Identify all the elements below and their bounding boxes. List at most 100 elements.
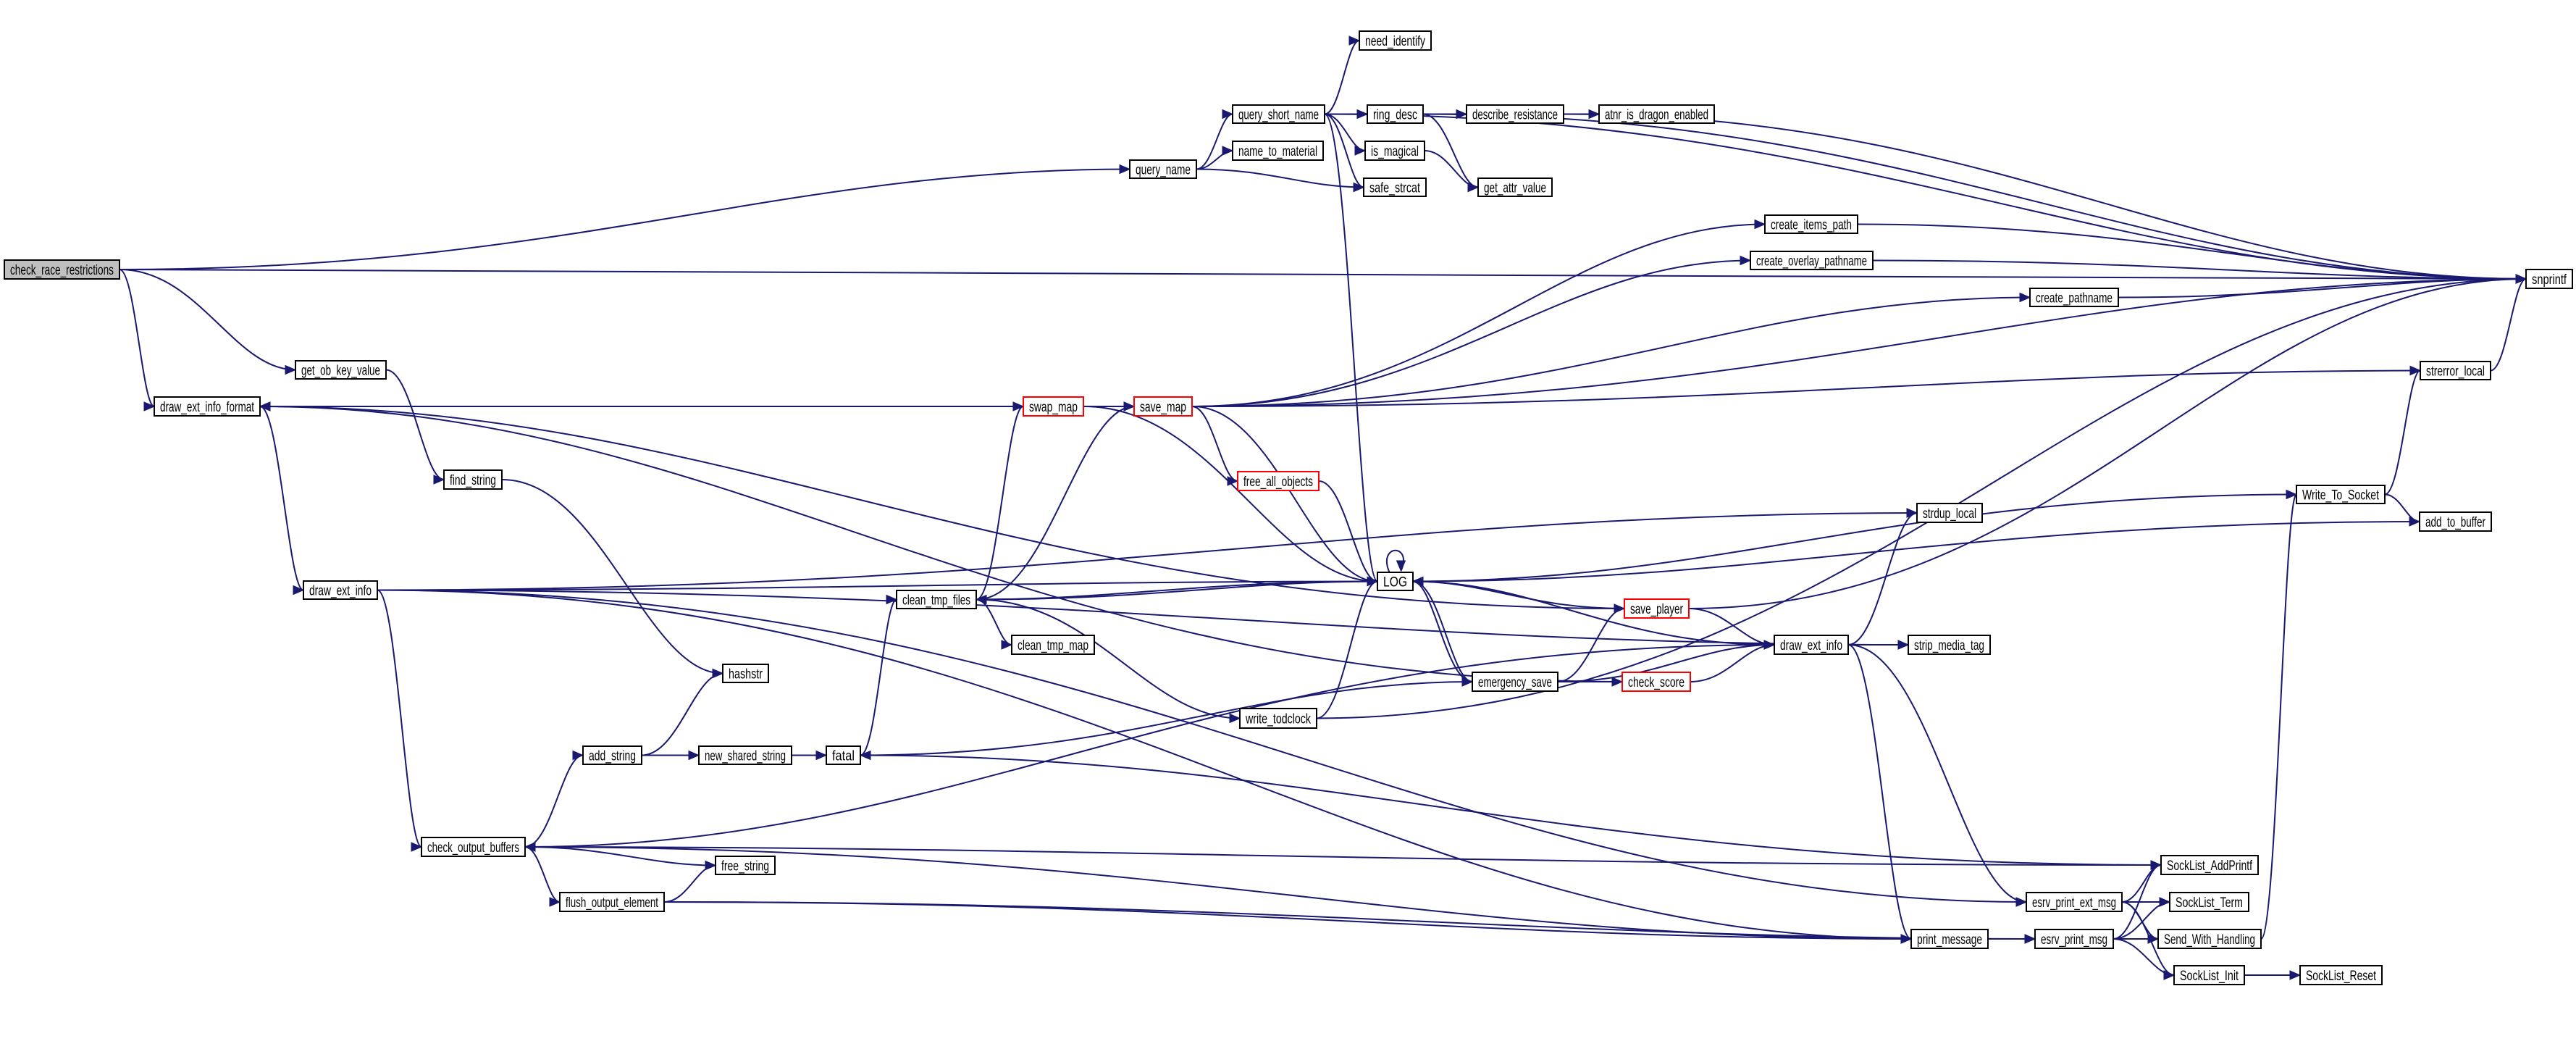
- node-write_todclock[interactable]: write_todclock: [1239, 708, 1317, 729]
- node-box: [2157, 929, 2262, 949]
- edge-draw_ext_info_2-to-LOG: [1412, 580, 1775, 646]
- nodes-layer: check_race_restrictions draw_ext_info_for…: [4, 30, 2573, 985]
- node-Send_With_Handling[interactable]: Send_With_Handling: [2157, 929, 2262, 949]
- node-SockList_Init[interactable]: SockList_Init: [2173, 965, 2245, 985]
- node-Write_To_Socket[interactable]: Write_To_Socket: [2296, 485, 2386, 504]
- arrowhead-icon: [712, 668, 724, 679]
- edge-query_short_name-to-LOG: [1324, 113, 1378, 582]
- node-label: new_shared_string: [705, 749, 786, 764]
- node-draw_ext_info[interactable]: draw_ext_info: [303, 580, 378, 600]
- node-SockList_Term[interactable]: SockList_Term: [2169, 892, 2249, 912]
- node-check_score[interactable]: check_score: [1621, 672, 1691, 692]
- node-query_name[interactable]: query_name: [1129, 159, 1197, 179]
- node-label: SockList_Reset: [2306, 969, 2377, 984]
- node-box: [295, 360, 387, 380]
- node-print_message[interactable]: print_message: [1910, 929, 1989, 949]
- node-box: [1598, 104, 1715, 124]
- edge-describe_resistance-to-snprintf: [1563, 113, 2527, 280]
- node-SockList_Reset[interactable]: SockList_Reset: [2299, 965, 2383, 985]
- arrowhead-icon: [1900, 934, 1913, 944]
- node-get_attr_value[interactable]: get_attr_value: [1477, 177, 1553, 197]
- node-label: free_string: [721, 859, 769, 874]
- edge-create_pathname-to-snprintf: [2118, 278, 2527, 298]
- arrowhead-icon: [1123, 401, 1136, 411]
- node-find_string[interactable]: find_string: [443, 469, 503, 490]
- arrowhead-icon: [1740, 255, 1752, 266]
- node-label: strerror_local: [2426, 364, 2485, 380]
- node-label: flush_output_element: [566, 895, 659, 911]
- node-query_short_name[interactable]: query_short_name: [1232, 104, 1325, 124]
- edge-free_all_objects-to-LOG: [1318, 480, 1378, 582]
- node-clean_tmp_files[interactable]: clean_tmp_files: [896, 590, 977, 609]
- node-strerror_local[interactable]: strerror_local: [2420, 361, 2491, 380]
- node-label: SockList_Term: [2176, 895, 2243, 911]
- node-check_output_buffers[interactable]: check_output_buffers: [421, 837, 526, 857]
- node-esrv_print_ext_msg[interactable]: esrv_print_ext_msg: [2026, 892, 2123, 912]
- node-create_items_path[interactable]: create_items_path: [1764, 214, 1858, 234]
- arrowhead-icon: [2024, 934, 2036, 944]
- node-label: query_name: [1136, 163, 1191, 178]
- node-emergency_save[interactable]: emergency_save: [1472, 672, 1558, 692]
- node-new_shared_string[interactable]: new_shared_string: [698, 745, 792, 765]
- node-fatal[interactable]: fatal: [826, 745, 861, 765]
- node-snprintf[interactable]: snprintf: [2525, 269, 2573, 289]
- arrowhead-icon: [1222, 146, 1234, 156]
- node-free_string[interactable]: free_string: [715, 856, 776, 875]
- node-strip_media_tag[interactable]: strip_media_tag: [1908, 635, 1991, 655]
- node-check_race_restrictions[interactable]: check_race_restrictions: [4, 259, 120, 280]
- node-draw_ext_info_format[interactable]: draw_ext_info_format: [154, 396, 261, 417]
- node-ring_desc[interactable]: ring_desc: [1367, 104, 1424, 124]
- arrowhead-icon: [859, 750, 871, 761]
- node-box: [1232, 104, 1325, 124]
- node-save_player[interactable]: save_player: [1624, 598, 1690, 619]
- node-atnr_is_dragon_enabled[interactable]: atnr_is_dragon_enabled: [1598, 104, 1715, 124]
- node-add_to_buffer[interactable]: add_to_buffer: [2419, 511, 2492, 532]
- arrowhead-icon: [524, 842, 536, 852]
- node-label: need_identify: [1365, 34, 1425, 49]
- node-label: draw_ext_info: [1780, 638, 1842, 653]
- node-hashstr[interactable]: hashstr: [722, 664, 769, 683]
- edge-save_map-to-LOG: [1191, 406, 1378, 582]
- node-box: [582, 745, 642, 765]
- node-label: create_pathname: [2036, 291, 2113, 306]
- node-is_magical[interactable]: is_magical: [1364, 141, 1425, 161]
- node-label: save_player: [1630, 602, 1683, 617]
- node-SockList_AddPrintf[interactable]: SockList_AddPrintf: [2160, 855, 2259, 875]
- node-box: [2419, 511, 2492, 532]
- arrowhead-icon: [572, 750, 584, 761]
- node-flush_output_element[interactable]: flush_output_element: [559, 892, 665, 912]
- edge-draw_ext_info_format-to-draw_ext_info: [259, 406, 304, 591]
- edge-check_score-to-draw_ext_info_2: [1690, 644, 1775, 682]
- arrowhead-icon: [975, 594, 987, 605]
- arrowhead-icon: [1348, 35, 1361, 46]
- node-get_ob_key_value[interactable]: get_ob_key_value: [295, 360, 387, 380]
- node-LOG[interactable]: LOG: [1377, 572, 1414, 591]
- edge-query_short_name-to-need_identify: [1324, 40, 1360, 115]
- node-free_all_objects[interactable]: free_all_objects: [1237, 471, 1320, 491]
- node-name_to_material[interactable]: name_to_material: [1232, 141, 1324, 161]
- node-create_overlay_pathname[interactable]: create_overlay_pathname: [1750, 251, 1874, 270]
- node-box: [2160, 855, 2259, 875]
- node-box: [1364, 141, 1425, 161]
- node-label: ring_desc: [1373, 108, 1417, 123]
- node-clean_tmp_map[interactable]: clean_tmp_map: [1011, 635, 1095, 655]
- edge-query_short_name-to-safe_strcat: [1324, 113, 1364, 188]
- node-box: [1359, 30, 1432, 51]
- node-create_pathname[interactable]: create_pathname: [2029, 288, 2119, 307]
- arrowhead-icon: [1229, 713, 1241, 724]
- node-save_map[interactable]: save_map: [1133, 396, 1193, 417]
- node-box: [1624, 598, 1690, 619]
- node-box: [1239, 708, 1317, 729]
- node-add_string[interactable]: add_string: [582, 745, 642, 765]
- edge-is_magical-to-get_attr_value: [1424, 150, 1479, 188]
- node-esrv_print_msg[interactable]: esrv_print_msg: [2034, 929, 2114, 949]
- node-strdup_local[interactable]: strdup_local: [1916, 503, 1983, 523]
- node-swap_map[interactable]: swap_map: [1023, 396, 1084, 417]
- node-draw_ext_info_2[interactable]: draw_ext_info: [1774, 635, 1849, 655]
- node-box: [1023, 396, 1084, 417]
- edge-check_race_restrictions-to-query_name: [119, 168, 1130, 270]
- node-safe_strcat[interactable]: safe_strcat: [1363, 177, 1427, 197]
- node-need_identify[interactable]: need_identify: [1359, 30, 1432, 51]
- node-describe_resistance[interactable]: describe_resistance: [1466, 104, 1564, 124]
